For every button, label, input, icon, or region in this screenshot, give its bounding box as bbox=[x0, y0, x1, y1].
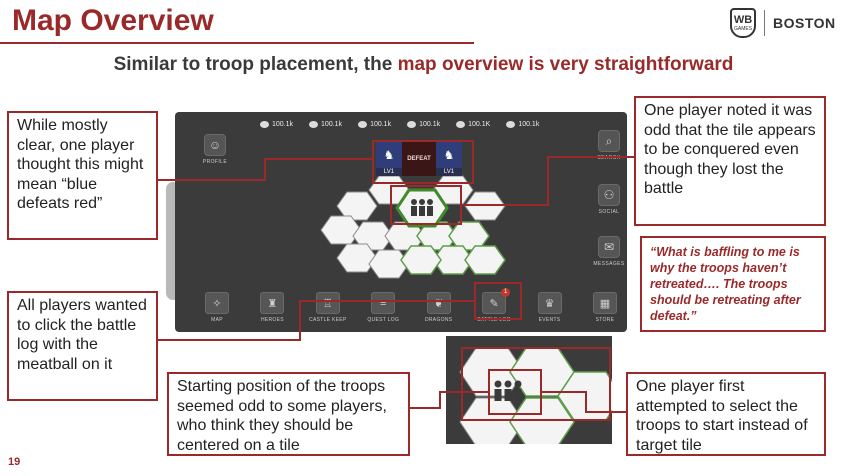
subtitle-lead: Similar to troop placement, the bbox=[113, 54, 398, 75]
resource-wood: 100.1k bbox=[358, 121, 391, 128]
page-number: 19 bbox=[8, 456, 21, 468]
bottom-nav: ✧MAP ♜HEROES ♖CASTLE KEEP ≡QUEST LOG ❦DR… bbox=[195, 288, 627, 323]
resource-coin: 100.1k bbox=[309, 121, 342, 128]
troops-icon bbox=[411, 199, 433, 216]
hex-tile-owned bbox=[400, 245, 442, 275]
slide-title: Map Overview bbox=[12, 4, 214, 37]
store-icon: ▦ bbox=[592, 292, 617, 314]
wood-icon bbox=[358, 121, 368, 128]
wolf-crest-icon: ♞ bbox=[436, 142, 462, 168]
coin-icon bbox=[309, 121, 319, 128]
nav-castle-keep[interactable]: ♖CASTLE KEEP bbox=[306, 292, 350, 323]
attacker-shield: ♞ LV1 bbox=[376, 142, 402, 176]
profile-icon: ☺ bbox=[204, 134, 226, 156]
castle-icon: ♖ bbox=[315, 292, 340, 314]
resource-iron: 100.1K bbox=[456, 121, 490, 128]
dragon-icon: ❦ bbox=[426, 292, 451, 314]
resource-food: 100.1k bbox=[506, 121, 539, 128]
nav-heroes[interactable]: ♜HEROES bbox=[250, 292, 294, 323]
callout-player-quote: “What is baffling to me is why the troop… bbox=[640, 236, 826, 332]
map-icon: ✧ bbox=[205, 292, 229, 314]
resource-gem: 100.1k bbox=[260, 121, 293, 128]
messages-icon: ✉ bbox=[598, 236, 620, 258]
stone-icon bbox=[407, 121, 417, 128]
search-icon: ⌕ bbox=[598, 130, 620, 152]
trophy-icon: ♛ bbox=[537, 292, 562, 314]
hex-tile bbox=[368, 249, 410, 279]
hex-tile bbox=[336, 191, 378, 221]
food-icon bbox=[506, 121, 516, 128]
helmet-icon: ♜ bbox=[260, 292, 285, 314]
logo-mark: WB bbox=[733, 13, 753, 26]
title-underline bbox=[0, 42, 474, 44]
studio-logo: WB GAMES BOSTON bbox=[730, 8, 836, 38]
nav-battle-log[interactable]: ✎ BATTLE LOG 1 bbox=[477, 288, 511, 323]
callout-starting-position: Starting position of the troops seemed o… bbox=[167, 372, 410, 456]
iron-icon bbox=[456, 121, 466, 128]
logo-studio-name: BOSTON bbox=[773, 15, 836, 31]
closeup-hex-map bbox=[459, 347, 612, 444]
troops-icon bbox=[494, 380, 522, 401]
nav-events[interactable]: ♛EVENTS bbox=[528, 292, 572, 323]
notification-badge: 1 bbox=[501, 288, 511, 297]
troops-start-closeup bbox=[446, 336, 612, 444]
nav-dragons[interactable]: ❦DRAGONS bbox=[417, 292, 461, 323]
subtitle-highlight: map overview is very straightforward bbox=[397, 54, 734, 75]
nav-store[interactable]: ▦STORE bbox=[583, 292, 627, 323]
gem-icon bbox=[260, 121, 269, 128]
messages-button[interactable]: ✉ MESSAGES bbox=[591, 236, 627, 267]
callout-tile-conquered: One player noted it was odd that the til… bbox=[634, 96, 826, 226]
wolf-crest-icon: ♞ bbox=[376, 142, 402, 168]
hex-tile bbox=[464, 191, 506, 221]
callout-select-troops: One player first attempted to select the… bbox=[626, 372, 826, 456]
wb-shield-icon: WB GAMES bbox=[730, 8, 756, 38]
slide-subtitle: Similar to troop placement, the map over… bbox=[0, 54, 847, 76]
logo-mark-sub: GAMES bbox=[733, 25, 753, 32]
callout-battle-log: All players wanted to click the battle l… bbox=[7, 291, 158, 401]
nav-quest-log[interactable]: ≡QUEST LOG bbox=[361, 292, 405, 323]
scroll-icon: ≡ bbox=[371, 292, 396, 314]
battle-result-banner: ♞ LV1 DEFEAT ♞ LV1 bbox=[376, 142, 462, 176]
defeat-label: DEFEAT bbox=[402, 142, 436, 176]
resource-stone: 100.1k bbox=[407, 121, 440, 128]
hex-tile-owned bbox=[464, 245, 506, 275]
game-screenshot: 100.1k 100.1k 100.1k 100.1k 100.1K 100.1… bbox=[175, 112, 627, 332]
logo-divider bbox=[764, 10, 765, 36]
defender-shield: ♞ LV1 bbox=[436, 142, 462, 176]
search-button[interactable]: ⌕ SEARCH bbox=[591, 130, 627, 161]
resource-bar: 100.1k 100.1k 100.1k 100.1k 100.1K 100.1… bbox=[260, 121, 539, 128]
nav-map[interactable]: ✧MAP bbox=[195, 292, 239, 323]
callout-blue-defeats-red: While mostly clear, one player thought t… bbox=[7, 111, 158, 240]
hex-tile bbox=[336, 243, 378, 273]
